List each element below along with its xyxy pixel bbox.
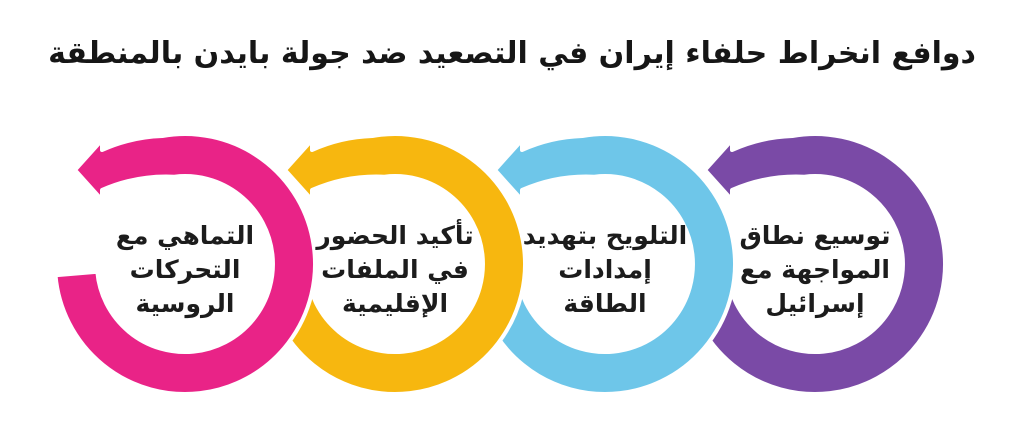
item-label-line: تأكيد الحضور — [316, 221, 474, 250]
item-label-line: إسرائيل — [765, 289, 865, 318]
inner-disc — [307, 176, 483, 352]
item-label-line: إمدادات — [558, 255, 652, 284]
item-label-line: المواجهة مع — [740, 255, 890, 284]
diagram-title: دوافع انخراط حلفاء إيران في التصعيد ضد ج… — [48, 36, 976, 71]
item-label-line: التلويح بتهديد — [522, 221, 688, 250]
item-label-line: الطاقة — [563, 289, 647, 318]
inner-disc — [727, 176, 903, 352]
item-label-line: التحركات — [129, 255, 241, 284]
inner-disc — [517, 176, 693, 352]
item-label: توسيع نطاق المواجهة مع إسرائيل — [705, 219, 925, 321]
item-label-line: التماهي مع — [115, 221, 255, 250]
circular-arrow-icon — [53, 132, 318, 396]
item-label-line: توسيع نطاق — [739, 221, 891, 250]
item-label-line: الروسية — [135, 289, 235, 318]
inner-disc — [97, 176, 273, 352]
item-label: التلويح بتهديد إمدادات الطاقة — [495, 219, 715, 321]
cycle-item — [53, 132, 318, 396]
item-label-line: الإقليمية — [341, 289, 449, 318]
item-label: تأكيد الحضور في الملفات الإقليمية — [285, 219, 505, 321]
item-label-line: في الملفات — [321, 255, 469, 284]
item-label: التماهي مع التحركات الروسية — [75, 219, 295, 321]
